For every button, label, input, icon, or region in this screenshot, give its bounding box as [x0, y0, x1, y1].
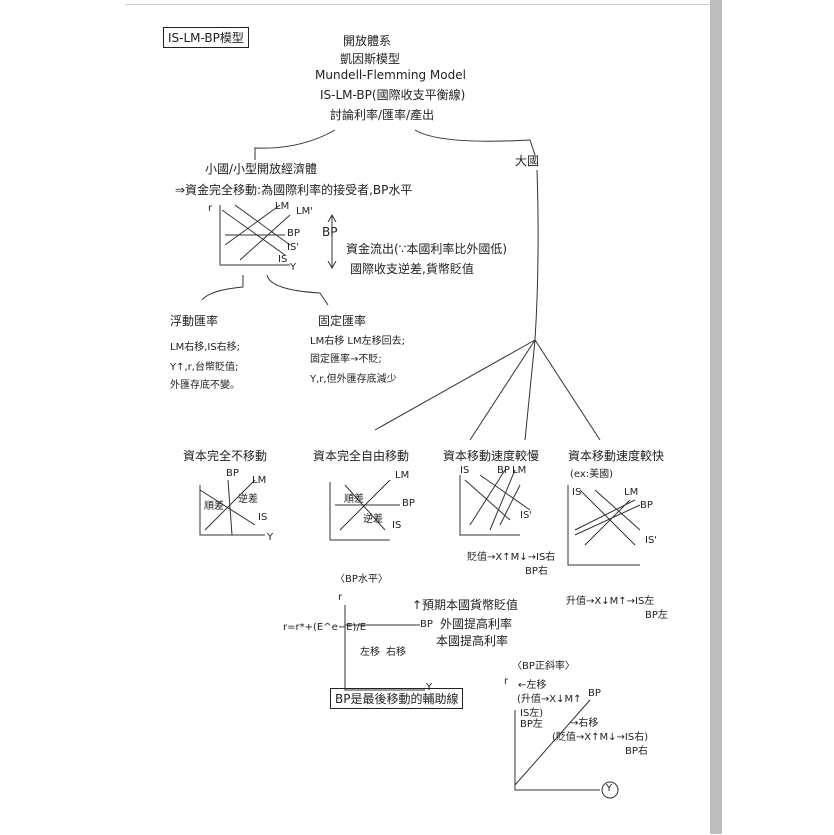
- floating-line: 外匯存底不變。: [170, 380, 240, 391]
- outflow-line: 資金流出(∵本國利率比外國低): [346, 242, 507, 256]
- arrow-large: [414, 129, 536, 156]
- label-left-shift: 左移: [360, 647, 380, 658]
- case-note: 升值→X↓M↑→IS左: [566, 596, 655, 607]
- case-note: 貶值→X↑M↓→IS右: [467, 552, 556, 563]
- case-title: 資本完全不移動: [183, 449, 268, 463]
- label: IS: [572, 487, 582, 498]
- label-bp: BP: [287, 228, 300, 239]
- reason: 外國提高利率: [440, 617, 513, 631]
- label: BP: [402, 498, 415, 509]
- axis-r: r: [504, 676, 509, 687]
- label-is: IS: [278, 254, 288, 265]
- header-line: 討論利率/匯率/產出: [330, 108, 435, 122]
- label: IS': [645, 535, 658, 546]
- title-box: IS-LM-BP模型: [163, 27, 249, 48]
- label: IS: [392, 520, 402, 531]
- label-bp: BP: [420, 619, 433, 630]
- axis-y: Y: [290, 262, 297, 273]
- label: LM: [624, 487, 639, 498]
- label: 逆差: [363, 514, 383, 525]
- label-bp: BP: [588, 688, 601, 699]
- label: BP: [497, 465, 510, 476]
- label: LM: [395, 470, 410, 481]
- case-graphs: [199, 469, 641, 566]
- bp-horizontal-graph: [344, 605, 425, 691]
- bp-arrow: [327, 213, 337, 270]
- floating-title: 浮動匯率: [170, 314, 219, 328]
- label: BP: [226, 468, 239, 479]
- case-title: 資本完全自由移動: [313, 449, 410, 463]
- header-line: 開放體系: [343, 34, 392, 48]
- label-lm2: LM': [296, 206, 313, 217]
- fixed-title: 固定匯率: [318, 314, 367, 328]
- label: LM: [512, 465, 527, 476]
- label: Y: [267, 532, 274, 543]
- floating-line: LM右移,IS右移;: [170, 342, 241, 353]
- scan-edge: [710, 0, 722, 834]
- label: 逆差: [238, 494, 258, 505]
- case-title: 資本移動速度較慢: [443, 449, 540, 463]
- reason: 本國提高利率: [436, 634, 509, 648]
- fixed-line: Y,r,但外匯存底減少: [310, 374, 397, 385]
- header-line: Mundell-Flemming Model: [315, 68, 466, 82]
- axis-y: Y: [606, 783, 613, 794]
- reason: ↑預期本國貨幣貶值: [412, 598, 519, 612]
- label-right-shift: 右移: [386, 647, 406, 658]
- large-trunk: [374, 169, 601, 441]
- bp-horizontal-title: 〈BP水平〉: [335, 574, 388, 585]
- bp-note: BP: [322, 225, 338, 239]
- label: IS': [520, 510, 533, 521]
- label: BP: [640, 500, 653, 511]
- small-country-line: ⇒資金完全移動:為國際利率的接受者,BP水平: [175, 183, 413, 197]
- formula: r=r*+(E^e−E)/E: [283, 622, 367, 633]
- axis-y: Y: [426, 682, 433, 693]
- note: (貶值→X↑M↓→IS右): [552, 732, 649, 743]
- case-note: BP右: [525, 566, 548, 577]
- floating-line: Y↑,r,台幣貶值;: [170, 362, 239, 373]
- outflow-line: 國際收支逆差,貨幣貶值: [350, 262, 474, 276]
- note: (升值→X↓M↑: [517, 694, 582, 705]
- label-is2: IS': [287, 242, 300, 253]
- case-title: 資本移動速度較快: [568, 449, 665, 463]
- note: IS左): [520, 708, 544, 719]
- arrow-small: [254, 129, 336, 160]
- small-country-title: 小國/小型開放經濟體: [205, 162, 318, 176]
- label-left-shift: ←左移: [518, 680, 547, 691]
- header-line: IS-LM-BP(國際收支平衡線): [320, 88, 466, 102]
- label-lm: LM: [275, 201, 290, 212]
- note-box: BP是最後移動的輔助線: [330, 688, 464, 709]
- note: BP右: [625, 746, 648, 757]
- axis-r: r: [208, 203, 213, 214]
- scanned-page: [125, 4, 710, 835]
- label: 順差: [344, 494, 364, 505]
- label: IS: [258, 512, 268, 523]
- large-country-title: 大國: [515, 154, 540, 168]
- bp-positive-title: 〈BP正斜率〉: [512, 661, 575, 672]
- label: LM: [252, 475, 267, 486]
- case-subtitle: (ex:美國): [570, 469, 614, 480]
- branch-arrows: [201, 274, 329, 306]
- bp-positive-graph: [514, 699, 600, 791]
- label: IS: [460, 465, 470, 476]
- fixed-line: LM右移 LM左移回去;: [310, 336, 405, 347]
- case-note: BP左: [645, 610, 668, 621]
- label: 順差: [204, 501, 224, 512]
- graph-small: [219, 204, 291, 266]
- fixed-line: 固定匯率→不貶;: [310, 354, 382, 365]
- label-right-shift: →右移: [570, 718, 599, 729]
- axis-r: r: [338, 592, 343, 603]
- note: BP左: [520, 719, 543, 730]
- header-line: 凱因斯模型: [340, 52, 401, 66]
